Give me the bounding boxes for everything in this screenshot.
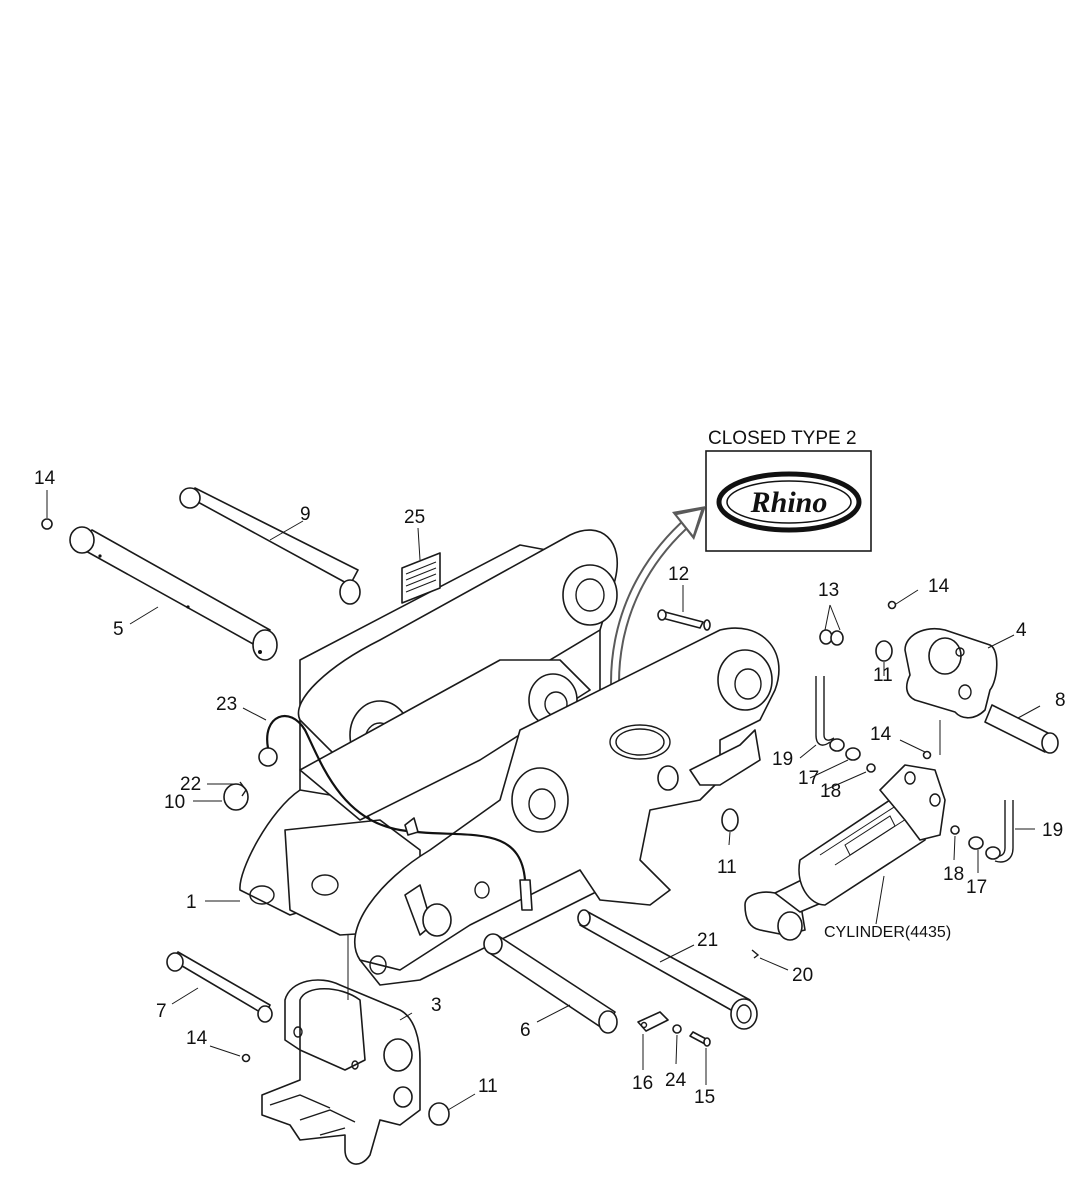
main-frame-item-1	[239, 529, 780, 986]
pin-item-6	[483, 933, 618, 1034]
callout-24: 24	[665, 1070, 687, 1091]
clip-item-22	[239, 781, 247, 797]
ring-item-11a	[875, 640, 893, 662]
callout-8: 8	[1055, 690, 1066, 711]
inset-frame	[705, 450, 872, 552]
callout-17-right: 17	[966, 877, 987, 898]
pin-item-5	[69, 526, 278, 661]
callout-9: 9	[300, 504, 311, 525]
fitting-item-17a	[845, 747, 861, 761]
callout-1: 1	[186, 892, 197, 913]
callout-19-left: 19	[772, 749, 793, 770]
callout-20: 20	[792, 965, 813, 986]
inset-closed-type: CLOSED TYPE 2 Rhino	[705, 428, 872, 552]
clip-item-20	[751, 949, 760, 959]
label-plate-item-25	[401, 552, 441, 604]
callout-6: 6	[520, 1020, 531, 1041]
callout-10: 10	[164, 792, 185, 813]
rhino-logo: Rhino	[716, 471, 862, 533]
callout-11-right: 11	[873, 665, 893, 686]
callout-25: 25	[404, 507, 425, 528]
plate-item-16	[637, 1011, 669, 1032]
callout-13: 13	[818, 580, 839, 601]
bolt-item-12	[657, 609, 711, 631]
callout-14-mid-right: 14	[870, 724, 892, 745]
screw-item-14a	[41, 518, 53, 530]
callout-18-left: 18	[820, 781, 841, 802]
logo-plate-oval	[609, 724, 671, 760]
callout-21: 21	[697, 930, 718, 951]
callout-22: 22	[180, 774, 201, 795]
logo-text: Rhino	[750, 486, 828, 519]
pin-item-7	[166, 951, 273, 1023]
callout-7: 7	[156, 1001, 167, 1022]
callout-4: 4	[1016, 620, 1027, 641]
pin-item-21	[577, 909, 758, 1030]
hydraulic-cylinder	[744, 764, 946, 941]
oring-item-18a	[866, 763, 876, 773]
bolt-item-15	[689, 1031, 711, 1047]
clamp-item-3	[261, 979, 421, 1165]
callout-12: 12	[668, 564, 689, 585]
callout-3: 3	[431, 995, 442, 1016]
lanyard-item-23	[258, 714, 533, 911]
screw-item-14c	[922, 750, 932, 760]
ring-item-11b	[721, 808, 739, 832]
bracket-item-4	[904, 628, 998, 719]
ring-item-11c	[428, 1102, 450, 1126]
leader-lines	[46, 490, 1041, 1111]
callout-14-top-right: 14	[928, 576, 950, 597]
callout-15: 15	[694, 1087, 715, 1108]
oring-item-18b	[950, 825, 960, 835]
fitting-item-13	[819, 629, 844, 646]
fitting-item-17b	[968, 836, 984, 850]
pin-item-8	[984, 704, 1059, 754]
callout-16: 16	[632, 1073, 653, 1094]
callout-14-bottom-left: 14	[186, 1028, 208, 1049]
callout-18-right: 18	[943, 864, 964, 885]
callout-numbers: 14 9 25 5 12 13 14 4 11 8 23 22 10 14 19…	[34, 468, 1066, 1108]
callout-11-center: 11	[717, 857, 737, 878]
callout-5: 5	[113, 619, 124, 640]
callout-14-top-left: 14	[34, 468, 56, 489]
pin-item-9	[179, 487, 361, 605]
washer-item-24	[672, 1024, 682, 1034]
screw-item-14b	[887, 600, 897, 610]
callout-19-right: 19	[1042, 820, 1063, 841]
callout-17-left: 17	[798, 768, 819, 789]
callout-11-bottom: 11	[478, 1076, 498, 1097]
cylinder-label: CYLINDER(4435)	[824, 924, 951, 941]
inset-title: CLOSED TYPE 2	[708, 428, 857, 449]
screw-item-14d	[241, 1053, 251, 1063]
callout-23: 23	[216, 694, 237, 715]
hose-item-19	[815, 676, 1014, 863]
